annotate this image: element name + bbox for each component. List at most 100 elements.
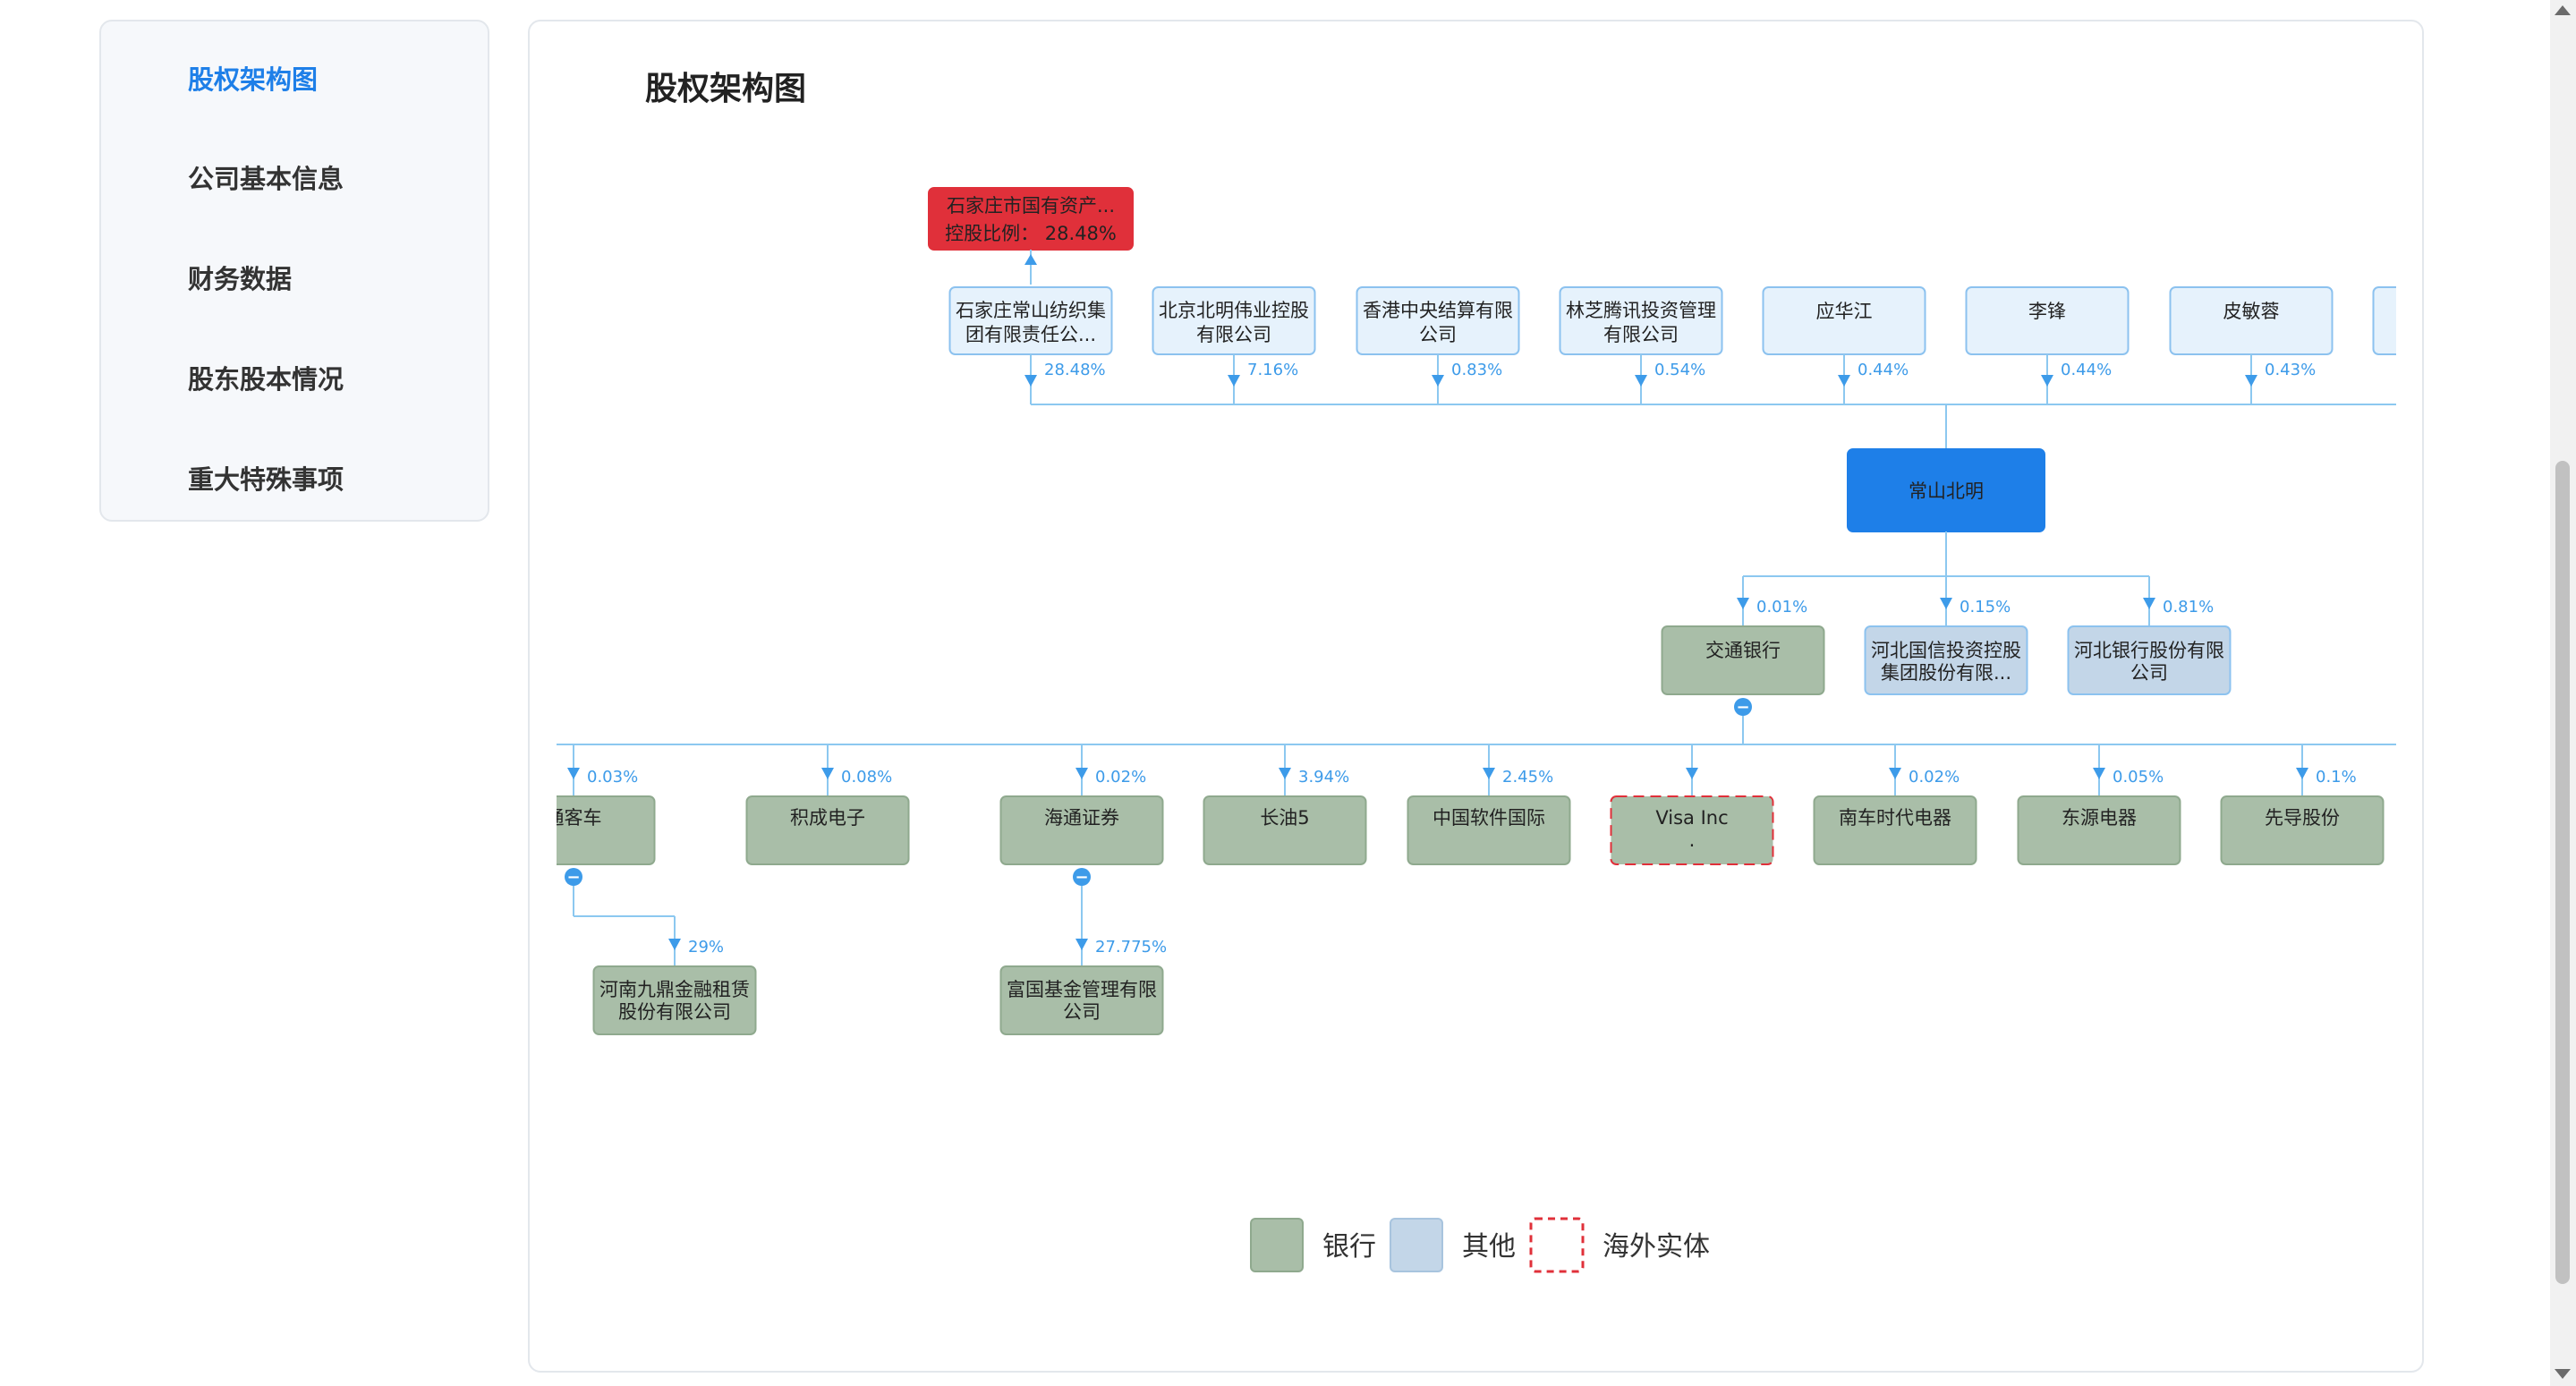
investment-node[interactable]: 河北国信投资控股集团股份有限... — [1864, 625, 2028, 695]
sub-investment-node[interactable]: 中国软件国际 — [1407, 795, 1571, 865]
node-label: 长油5 — [1260, 807, 1309, 829]
arrow-down-icon — [1838, 375, 1850, 387]
investment-node[interactable]: 交通银行 — [1661, 625, 1825, 695]
node-label: 香港中央结算有限 — [1363, 300, 1513, 321]
overseas-entity-node[interactable]: Visa Inc. — [1610, 795, 1774, 865]
node-label: 控股比例： 28.48% — [945, 223, 1117, 244]
shareholder-percent: 0.83% — [1451, 361, 1502, 379]
node-label: 公司 — [1419, 324, 1457, 345]
arrow-down-icon — [1483, 768, 1495, 779]
collapse-symbol: − — [1736, 698, 1749, 717]
node-box[interactable] — [493, 795, 656, 865]
arrow-down-icon — [1889, 768, 1901, 779]
scroll-down-icon[interactable] — [2555, 1369, 2571, 1379]
collapse-circle[interactable] — [1734, 698, 1752, 716]
shareholder-node[interactable]: 应华江 — [1762, 286, 1926, 355]
sidebar-item-shareholders[interactable]: 股东股本情况 — [188, 364, 344, 395]
node-box[interactable] — [1203, 795, 1367, 865]
sub-investment-node[interactable]: 先导股份 — [2220, 795, 2385, 865]
collapse-toggle-icon[interactable]: − — [1734, 698, 1752, 717]
arrow-down-icon — [1024, 375, 1037, 387]
shareholder-node[interactable] — [2372, 286, 2536, 355]
node-label: . — [1689, 829, 1696, 851]
shareholder-percent: 0.44% — [1858, 361, 1909, 379]
sub-investment-node[interactable]: 通客车 — [493, 795, 656, 865]
sidebar-item-financial-data[interactable]: 财务数据 — [188, 264, 293, 294]
arrow-down-icon — [1279, 768, 1291, 779]
shareholder-node[interactable]: 皮敏蓉 — [2169, 286, 2334, 355]
node-label: 河北银行股份有限 — [2074, 640, 2224, 661]
legend-swatch — [1390, 1218, 1443, 1272]
node-box[interactable] — [2067, 625, 2232, 695]
node-label: 海通证券 — [1044, 807, 1119, 829]
sub-investment-node[interactable]: 东源电器 — [2017, 795, 2181, 865]
node-box[interactable] — [2372, 286, 2536, 355]
node-label: 交通银行 — [1705, 640, 1781, 661]
sub-investment-node[interactable]: 长油5 — [1203, 795, 1367, 865]
shareholder-node[interactable]: 李锋 — [1965, 286, 2130, 355]
node-box[interactable] — [2017, 795, 2181, 865]
arrow-down-icon — [1228, 375, 1240, 387]
shareholder-percent: 0.44% — [2061, 361, 2112, 379]
node-box[interactable] — [2220, 795, 2385, 865]
node-box[interactable] — [1813, 795, 1977, 865]
node-box[interactable] — [745, 795, 910, 865]
collapse-toggle-icon[interactable]: − — [565, 868, 582, 887]
sub-investment-percent: 0.03% — [587, 768, 638, 787]
collapse-circle[interactable] — [1073, 868, 1091, 886]
arrow-down-icon — [1686, 768, 1698, 779]
level4-percent: 29% — [688, 938, 724, 957]
node-label: 富国基金管理有限 — [1007, 979, 1157, 1000]
sub-investment-percent: 2.45% — [1502, 768, 1553, 787]
node-box[interactable] — [999, 965, 1164, 1035]
collapse-circle[interactable] — [565, 868, 582, 886]
arrow-down-icon — [2245, 375, 2257, 387]
node-box[interactable] — [1407, 795, 1571, 865]
collapse-symbol: − — [566, 868, 580, 887]
node-box[interactable] — [1610, 795, 1774, 865]
shareholder-node[interactable]: 石家庄常山纺织集团有限责任公... — [948, 286, 1113, 355]
arrow-down-icon — [567, 768, 580, 779]
arrow-down-icon — [2143, 598, 2155, 609]
legend-item-other: 其他 — [1390, 1218, 1516, 1272]
node-label: 积成电子 — [790, 807, 865, 829]
legend-item-bank: 银行 — [1250, 1218, 1376, 1272]
sub-investment-percent: 3.94% — [1298, 768, 1349, 787]
node-box[interactable] — [1661, 625, 1825, 695]
sub-investment-percent: 0.08% — [841, 768, 892, 787]
sub-investment-node[interactable]: 南车时代电器 — [1813, 795, 1977, 865]
sub-investment-node[interactable]: 海通证券 — [999, 795, 1164, 865]
legend-swatch — [1529, 1217, 1585, 1273]
node-label: 河南九鼎金融租赁 — [599, 979, 750, 1000]
sub-investment-percent: 0.05% — [2113, 768, 2164, 787]
sidebar-item-company-info[interactable]: 公司基本信息 — [188, 164, 344, 194]
sidebar-item-equity-structure[interactable]: 股权架构图 — [188, 64, 319, 95]
shareholder-percent: 7.16% — [1247, 361, 1298, 379]
node-box[interactable] — [592, 965, 757, 1035]
arrow-down-icon — [1635, 375, 1647, 387]
node-label: 团有限责任公... — [965, 324, 1096, 345]
node-box[interactable] — [1864, 625, 2028, 695]
arrow-down-icon — [821, 768, 834, 779]
sub-investment-node[interactable]: 积成电子 — [745, 795, 910, 865]
scroll-up-icon[interactable] — [2555, 5, 2571, 15]
node-box[interactable] — [999, 795, 1164, 865]
arrow-down-icon — [2093, 768, 2105, 779]
collapse-toggle-icon[interactable]: − — [1073, 868, 1091, 887]
node-label: 集团股份有限... — [1881, 662, 2011, 684]
shareholder-percent: 28.48% — [1044, 361, 1106, 379]
scrollbar-thumb[interactable] — [2555, 461, 2570, 1284]
arrow-down-icon — [2296, 768, 2308, 779]
sidebar-item-major-events[interactable]: 重大特殊事项 — [188, 464, 344, 495]
controller-node[interactable]: 石家庄市国有资产...控股比例： 28.48% — [928, 187, 1134, 251]
node-label: 有限公司 — [1196, 324, 1271, 345]
center-company-node[interactable]: 常山北明 — [1847, 448, 2045, 532]
sub-investment-percent: 0.02% — [1095, 768, 1146, 787]
